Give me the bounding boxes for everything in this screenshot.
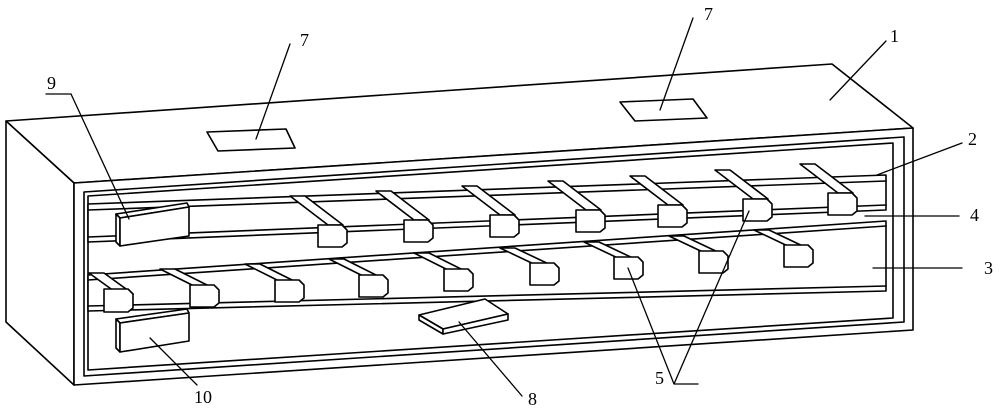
label-3: 3	[984, 258, 993, 278]
label-5: 5	[655, 368, 664, 388]
label-2: 2	[968, 129, 977, 149]
label-8: 8	[528, 389, 537, 409]
label-4: 4	[970, 205, 979, 225]
label-10: 10	[194, 387, 212, 407]
label-7-left: 7	[300, 30, 309, 50]
label-7-right: 7	[704, 4, 713, 24]
top-window-left	[207, 129, 295, 151]
top-window-right	[620, 99, 707, 121]
label-1: 1	[890, 26, 899, 46]
label-9: 9	[47, 73, 56, 93]
